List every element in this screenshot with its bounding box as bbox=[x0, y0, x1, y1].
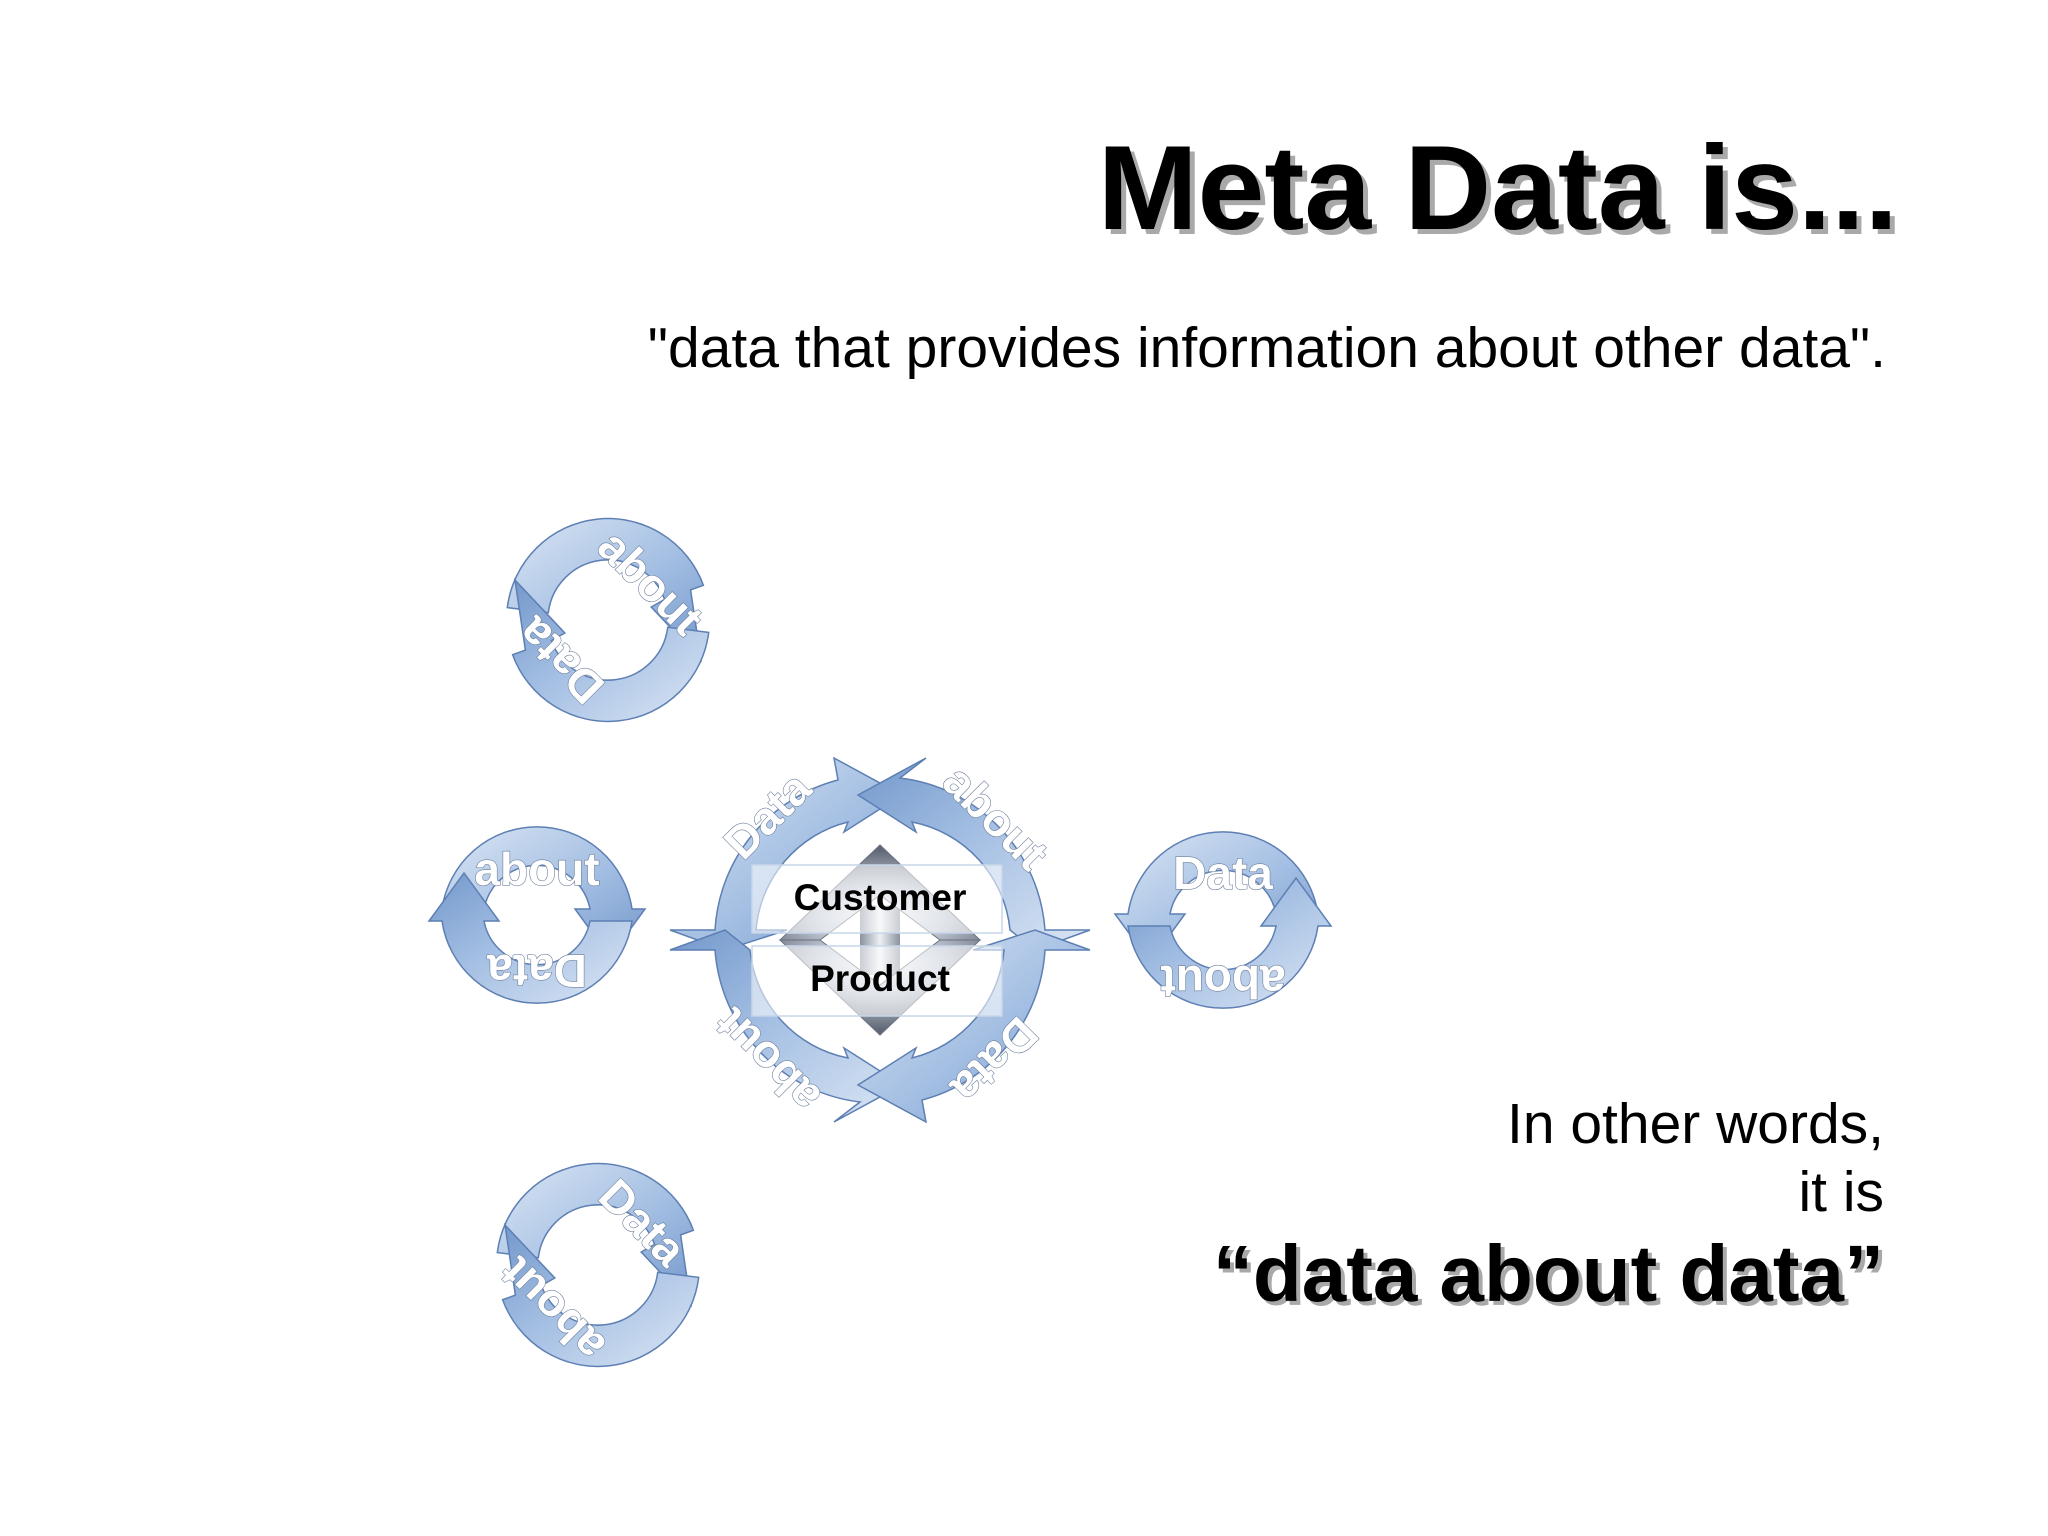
metadata-definition: "data that provides information about ot… bbox=[647, 316, 1886, 380]
product-box bbox=[751, 945, 1003, 1017]
inner-arrow-top-right bbox=[856, 757, 1091, 951]
cycle-right: Data about bbox=[1113, 831, 1333, 1009]
summary-line-2: it is bbox=[1798, 1160, 1885, 1224]
customer-box bbox=[751, 864, 1003, 934]
cycle-bottom: Data about bbox=[489, 1162, 700, 1373]
cycle-arrow bbox=[1127, 876, 1333, 1009]
cycle-arrow bbox=[511, 577, 710, 723]
cycle-arrow bbox=[496, 1162, 695, 1308]
cycle-left: about Data bbox=[427, 826, 647, 1004]
diagram-canvas: about Data about Data Data about Data ab… bbox=[427, 517, 1333, 1373]
customer-label: Customer bbox=[794, 877, 967, 918]
cycle-arrow bbox=[506, 517, 705, 663]
cycle-label: about bbox=[474, 843, 599, 895]
cycle-arrow bbox=[427, 871, 633, 1004]
summary-quote: “data about data” bbox=[1212, 1229, 1884, 1318]
metadata-cycle-diagram: about Data about Data Data about Data ab… bbox=[380, 450, 1380, 1380]
center-exchange: Customer Product bbox=[751, 844, 1003, 1036]
cycle-arrow bbox=[501, 1222, 700, 1368]
inner-arrow-bottom-left bbox=[669, 929, 904, 1123]
cycle-label: Data bbox=[1173, 847, 1273, 899]
cycle-label: about bbox=[1160, 956, 1285, 1008]
cycle-label: Data bbox=[487, 945, 587, 997]
product-label: Product bbox=[810, 958, 950, 999]
slide-title: Meta Data is... bbox=[1097, 121, 1898, 255]
summary-block: In other words, it is “data about data” bbox=[1213, 1090, 1884, 1314]
summary-line-1: In other words, bbox=[1506, 1092, 1884, 1156]
cycle-top: about Data bbox=[506, 517, 714, 723]
